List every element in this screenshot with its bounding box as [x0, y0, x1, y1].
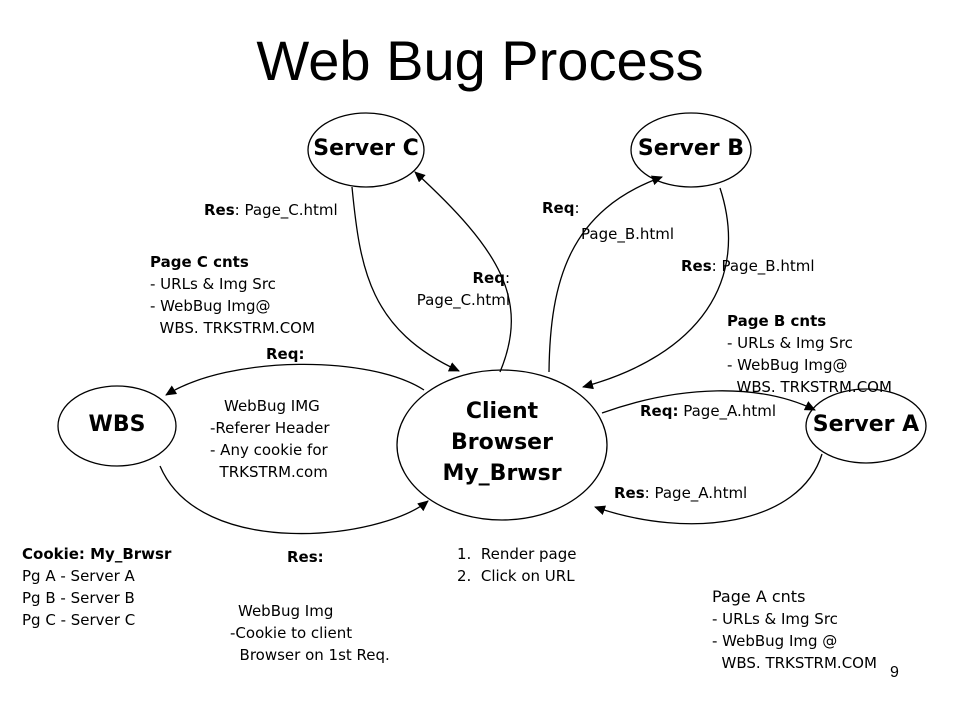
- page-b-line3: WBS. TRKSTRM.COM: [727, 378, 892, 396]
- page-c-title: Page C cnts: [150, 253, 249, 271]
- server-c-node: [307, 112, 425, 188]
- req-wbs-line2: -Referer Header: [210, 419, 330, 437]
- client-steps: 1. Render page 2. Click on URL: [457, 521, 576, 587]
- step-render-page: 1. Render page: [457, 545, 577, 563]
- page-a-line3: WBS. TRKSTRM.COM: [712, 654, 877, 672]
- req-page-b-key-label: Req:: [542, 197, 580, 219]
- req-wbs-line3: - Any cookie for: [210, 441, 328, 459]
- client-label-line2: Browser: [451, 430, 553, 455]
- res-a-key: Res: [614, 484, 645, 502]
- req-wbs-details: WebBug IMG -Referer Header - Any cookie fo…: [210, 373, 330, 483]
- page-a-title: Page A cnts: [712, 587, 806, 606]
- edge-client-to-server-a: [601, 390, 816, 414]
- req-b-key: Req: [542, 199, 575, 217]
- req-wbs-key: Req:: [266, 345, 305, 363]
- page-a-contents: Page A cnts - URLs & Img Src - WebBug Img …: [712, 564, 877, 674]
- server-c-label: Server C: [313, 136, 419, 161]
- cookie-title: Cookie: My_Brwsr: [22, 545, 172, 563]
- page-title: Web Bug Process: [256, 29, 704, 92]
- edge-wbs-to-client: [159, 465, 429, 535]
- client-browser-label: Client Browser My_Brwsr: [422, 396, 582, 489]
- res-wbs-line1: WebBug Img: [238, 602, 334, 620]
- req-wbs-line4: TRKSTRM.com: [210, 463, 328, 481]
- edge-server-b-to-client: [582, 187, 730, 390]
- cookie-line2: Pg B - Server B: [22, 589, 135, 607]
- page-c-line2: - WebBug Img@: [150, 297, 271, 315]
- req-a-value: Page_A.html: [678, 402, 776, 420]
- res-a-value: : Page_A.html: [644, 484, 748, 502]
- edge-server-c-to-client: [351, 186, 460, 372]
- cookie-line1: Pg A - Server A: [22, 567, 135, 585]
- res-page-c-label: Res: Page_C.html: [204, 199, 338, 221]
- req-page-a-label: Req: Page_A.html: [640, 400, 776, 422]
- req-c-value: Page_C.html: [416, 291, 510, 309]
- server-b-node: [630, 112, 752, 188]
- step-click-url: 2. Click on URL: [457, 567, 575, 585]
- server-a-label: Server A: [812, 412, 920, 437]
- res-wbs-details: WebBug Img -Cookie to client Browser on 1…: [230, 578, 390, 666]
- req-c-colon: :: [504, 269, 510, 287]
- req-a-key: Req:: [640, 402, 679, 420]
- req-c-key: Req: [472, 269, 505, 287]
- server-a-node: [805, 388, 927, 464]
- res-c-value: : Page_C.html: [234, 201, 338, 219]
- cookie-store: Cookie: My_Brwsr Pg A - Server A Pg B - Se…: [22, 521, 171, 631]
- wbs-label: WBS: [88, 412, 146, 437]
- page-a-line1: - URLs & Img Src: [712, 610, 838, 628]
- page-c-contents: Page C cnts - URLs & Img Src - WebBug Img@…: [150, 229, 315, 339]
- res-wbs-line2: -Cookie to client: [230, 624, 353, 642]
- req-b-colon: :: [574, 199, 580, 217]
- client-browser-node: [396, 369, 608, 521]
- edge-server-a-to-client: [594, 453, 823, 525]
- page-b-line2: - WebBug Img@: [727, 356, 848, 374]
- page-number: 9: [890, 664, 899, 681]
- page-c-line1: - URLs & Img Src: [150, 275, 276, 293]
- cookie-line3: Pg C - Server C: [22, 611, 136, 629]
- page-a-line2: - WebBug Img @: [712, 632, 838, 650]
- req-page-b-value: Page_B.html: [581, 225, 675, 243]
- page-b-line1: - URLs & Img Src: [727, 334, 853, 352]
- page-b-title: Page B cnts: [727, 312, 827, 330]
- res-page-a-label: Res: Page_A.html: [614, 482, 747, 504]
- req-wbs-line1: WebBug IMG: [224, 397, 320, 415]
- edge-client-to-server-b: [548, 175, 663, 373]
- edge-client-to-wbs: [165, 363, 425, 396]
- res-b-value: : Page_B.html: [711, 257, 815, 275]
- res-wbs-line3: Browser on 1st Req.: [230, 646, 390, 664]
- server-b-label: Server B: [637, 136, 745, 161]
- page-c-line3: WBS. TRKSTRM.COM: [150, 319, 315, 337]
- res-c-key: Res: [204, 201, 235, 219]
- res-wbs-key: Res:: [287, 548, 324, 566]
- client-label-line3: My_Brwsr: [442, 461, 562, 486]
- wbs-node: [57, 385, 177, 467]
- res-page-b-label: Res: Page_B.html: [681, 255, 815, 277]
- req-page-c-label: Req: Page_C.html: [400, 267, 510, 311]
- client-label-line1: Client: [465, 399, 539, 424]
- edge-client-to-server-c: [414, 171, 512, 373]
- page-b-contents: Page B cnts - URLs & Img Src - WebBug Img@…: [727, 288, 892, 398]
- res-b-key: Res: [681, 257, 712, 275]
